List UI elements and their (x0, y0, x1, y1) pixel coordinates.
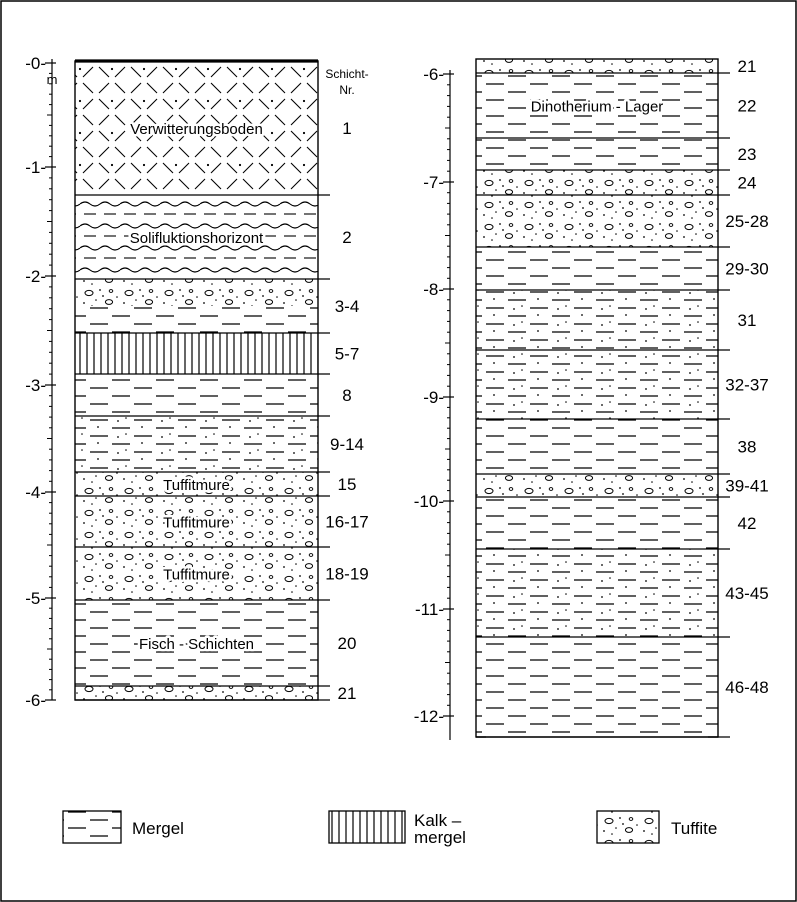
layer-number-label: 18-19 (325, 565, 368, 584)
layer-number-label: 23 (738, 145, 757, 164)
layer-32-37 (476, 350, 718, 419)
layer-21 (75, 686, 318, 700)
layer-number-label: 38 (738, 438, 757, 457)
layer-number-label: 31 (738, 311, 757, 330)
layer-25-28 (476, 195, 718, 247)
layer-number-label: 3-4 (335, 297, 360, 316)
layer-9-14 (75, 416, 318, 472)
depth-tick-label: -3- (25, 376, 46, 395)
depth-tick-label: -5- (25, 589, 46, 608)
layer-name-label: Tuffitmure (163, 515, 230, 532)
layer-number-label: 42 (738, 514, 757, 533)
depth-tick-label: -6- (423, 65, 444, 84)
layer-number-label: 5-7 (335, 345, 360, 364)
depth-tick-label: -7- (423, 173, 444, 192)
layer-name-label: Tuffitmure (163, 567, 230, 584)
layer-name-label: Dinotherium - Lager (531, 99, 664, 116)
layer-5-7 (75, 333, 318, 374)
depth-tick-label: -0- (25, 54, 46, 73)
layer-8 (75, 374, 318, 416)
depth-tick-label: -1- (25, 158, 46, 177)
depth-tick-label: -8- (423, 280, 444, 299)
layer-name-label: Tuffitmure (163, 477, 230, 494)
legend-tuffite-label: Tuffite (671, 819, 717, 838)
layer-number-label: 43-45 (725, 584, 768, 603)
layer-number-label: 25-28 (725, 212, 768, 231)
layer-39-41 (476, 474, 718, 497)
depth-unit-label: m (47, 72, 58, 87)
layer-number-label: 21 (338, 684, 357, 703)
layer-name-label: Solifluktionshorizont (130, 230, 264, 247)
legend-kalkmergel-swatch (329, 811, 405, 843)
layer-number-label: 1 (342, 119, 351, 138)
legend-mergel-swatch (63, 811, 121, 843)
layer-number-header: Schicht- (325, 67, 368, 81)
legend-kalkmergel-label-line2: mergel (414, 828, 466, 847)
layer-23 (476, 138, 718, 170)
layer-number-label: 20 (338, 634, 357, 653)
layer-number-header: Nr. (339, 83, 354, 97)
layer-29-30 (476, 247, 718, 290)
layer-24 (476, 170, 718, 195)
layer-number-label: 2 (342, 228, 351, 247)
layer-number-label: 9-14 (330, 435, 364, 454)
layer-number-label: 21 (738, 57, 757, 76)
layer-21 (476, 59, 718, 73)
layer-number-label: 16-17 (325, 513, 368, 532)
layer-name-label: Fisch - Schichten (139, 636, 254, 653)
depth-tick-label: -2- (25, 267, 46, 286)
layer-number-label: 15 (338, 475, 357, 494)
depth-tick-label: -9- (423, 388, 444, 407)
layer-number-label: 22 (738, 97, 757, 116)
layer-number-label: 29-30 (725, 260, 768, 279)
layer-42 (476, 497, 718, 549)
left-profile-column: -0- -1- -2- -3- -4- -5- -6- m 1 Verwitterungsbode… (25, 54, 369, 710)
depth-tick-label: -12- (414, 707, 444, 726)
legend-tuffite-swatch (597, 811, 659, 843)
layer-number-label: 24 (738, 174, 757, 193)
layer-38 (476, 419, 718, 474)
layer-tuffite-band (75, 279, 318, 306)
depth-tick-label: -11- (415, 600, 444, 619)
layer-number-label: 8 (342, 386, 351, 405)
layer-31 (476, 290, 718, 350)
legend-mergel-label: Mergel (132, 819, 184, 838)
layer-46-48 (476, 637, 718, 737)
layer-name-label: Verwitterungsboden (130, 121, 263, 138)
layer-number-label: 46-48 (725, 678, 768, 697)
layer-number-label: 32-37 (725, 376, 768, 395)
layer-43-45 (476, 549, 718, 637)
depth-tick-label: -4- (25, 483, 46, 502)
layer-number-label: 39-41 (725, 477, 768, 496)
depth-tick-label: -6- (25, 691, 46, 710)
depth-tick-label: -10- (414, 492, 444, 511)
